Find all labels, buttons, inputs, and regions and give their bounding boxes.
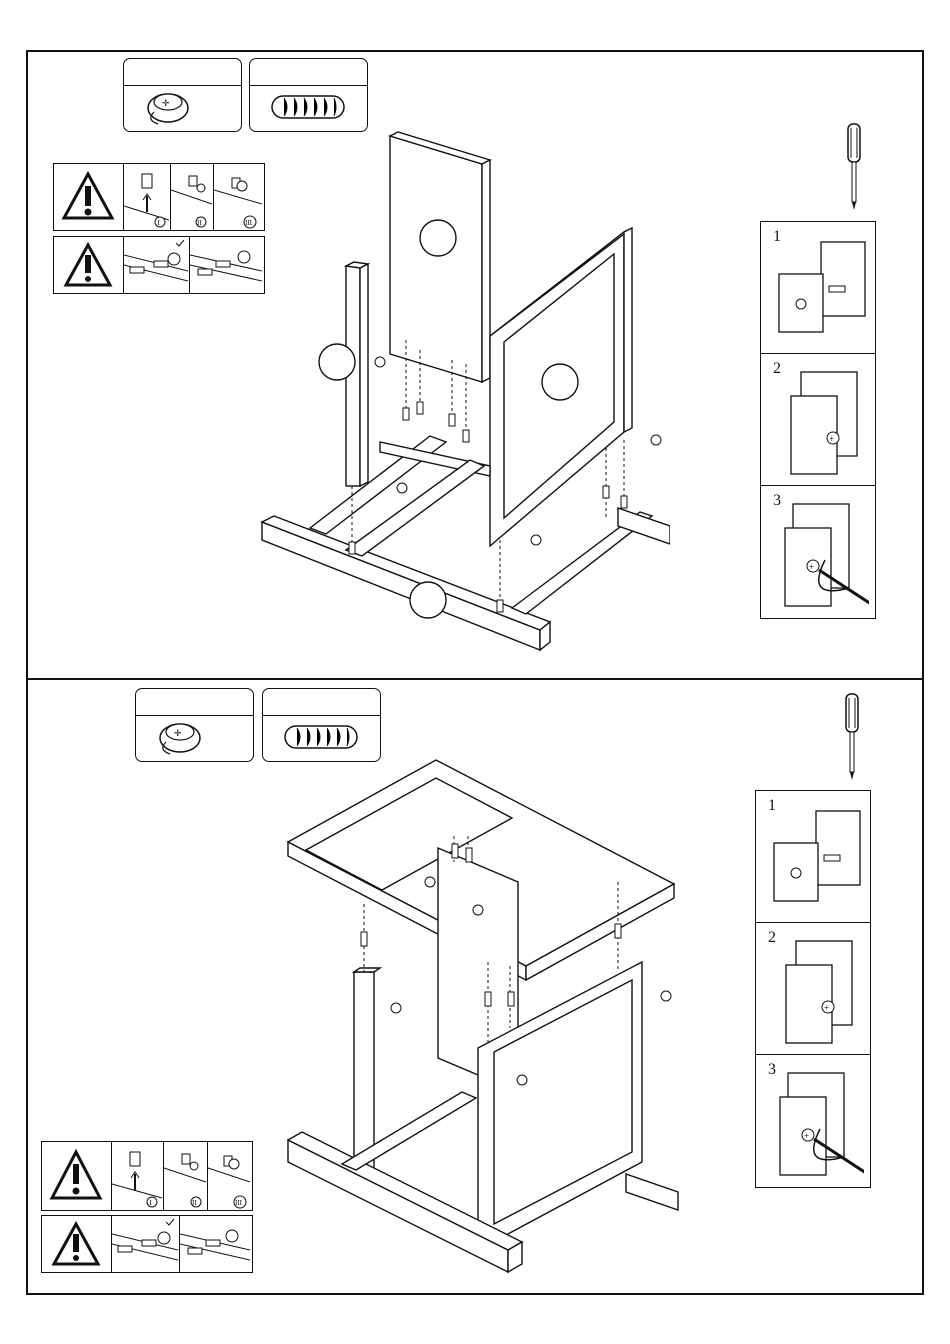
svg-text:+: + bbox=[809, 562, 814, 572]
warning-subpanel-i: I bbox=[112, 1142, 164, 1210]
substep-1: 1 bbox=[761, 222, 875, 354]
hardware-label bbox=[136, 689, 253, 716]
hardware-cam-lock-box: ✛ bbox=[123, 58, 242, 132]
svg-text:+: + bbox=[824, 1003, 829, 1013]
subpanel-label: II bbox=[197, 219, 202, 227]
warning-triangle-icon bbox=[54, 164, 124, 230]
substep-2: 2 + bbox=[756, 923, 870, 1055]
substep-3: 3 + bbox=[756, 1055, 870, 1187]
substep-2: 2 + bbox=[761, 354, 875, 486]
cam-lock-icon: ✛ bbox=[136, 716, 252, 760]
screwdriver-icon bbox=[838, 120, 870, 212]
hardware-cam-lock-box: ✛ bbox=[135, 688, 254, 762]
hardware-label bbox=[250, 59, 367, 86]
dowel-icon bbox=[250, 86, 366, 130]
warning-subpanel-ii: II bbox=[171, 164, 214, 230]
screwdriver-icon bbox=[836, 690, 868, 782]
warning-triangle-icon bbox=[42, 1142, 112, 1210]
warning-triangle-icon bbox=[54, 237, 124, 293]
cam-lock-icon: ✛ bbox=[124, 86, 240, 130]
warning-subpanel-correct bbox=[124, 237, 190, 293]
svg-text:+: + bbox=[829, 434, 834, 444]
substep-1: 1 bbox=[756, 791, 870, 923]
warning-subpanel-iii: III bbox=[208, 1142, 252, 1210]
hardware-label bbox=[263, 689, 380, 716]
hardware-label bbox=[124, 59, 241, 86]
warning-subpanel-i: I bbox=[124, 164, 171, 230]
warning-row-dowel bbox=[53, 236, 265, 294]
exploded-assembly-drawing-top bbox=[250, 130, 670, 660]
substep-3: 3 + bbox=[761, 486, 875, 618]
substeps-panel-bottom: 1 2 + 3 + bbox=[755, 790, 871, 1188]
svg-text:+: + bbox=[804, 1131, 809, 1141]
warning-subpanel-incorrect bbox=[180, 1216, 252, 1272]
warning-row-cam-insert: I II III bbox=[53, 163, 265, 231]
subpanel-label: II bbox=[192, 1199, 197, 1207]
substeps-panel-top: 1 2 + 3 + bbox=[760, 221, 876, 619]
exploded-assembly-drawing-bottom bbox=[282, 752, 694, 1292]
warning-triangle-icon bbox=[42, 1216, 112, 1272]
svg-text:✛: ✛ bbox=[162, 98, 170, 108]
hardware-dowel-box bbox=[249, 58, 368, 132]
warning-subpanel-ii: II bbox=[164, 1142, 208, 1210]
subpanel-label: III bbox=[235, 1199, 243, 1207]
warning-row-dowel bbox=[41, 1215, 253, 1273]
warning-subpanel-correct bbox=[112, 1216, 180, 1272]
warning-row-cam-insert: I II III bbox=[41, 1141, 253, 1211]
hardware-dowel-box bbox=[262, 688, 381, 762]
svg-text:✛: ✛ bbox=[174, 728, 182, 738]
